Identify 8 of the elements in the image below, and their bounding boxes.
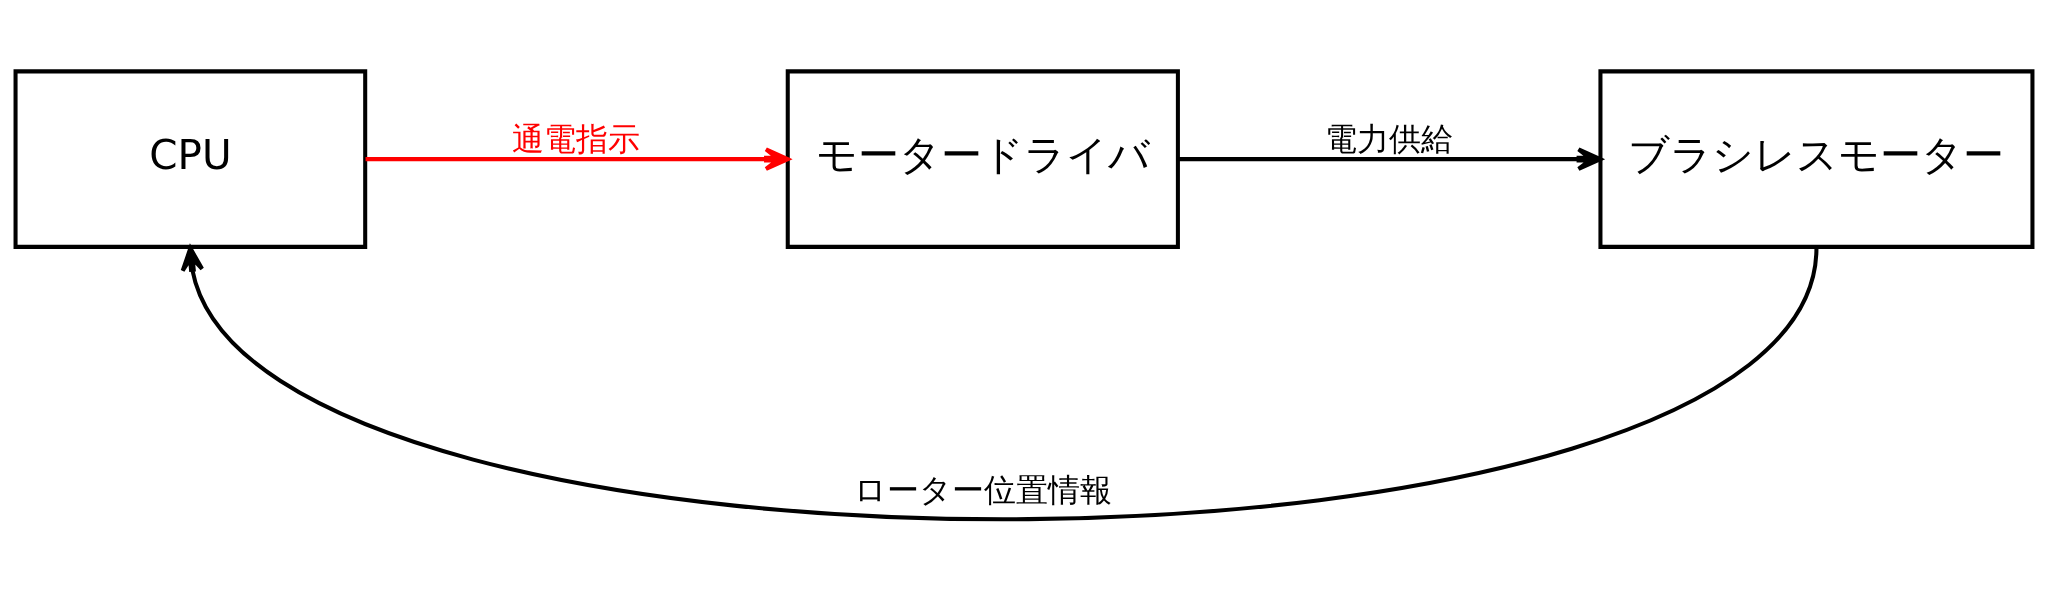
arrow [365,146,790,171]
edge-label: 通電指示 [512,119,641,158]
node-box: ブラシレスモーター [1598,68,2035,249]
node-box: モータードライバ [785,68,1180,249]
node-box: CPU [13,68,368,249]
edge-label: ローター位置情報 [853,470,1112,509]
arrow [1177,146,1603,171]
edge-label: 電力供給 [1325,119,1454,158]
